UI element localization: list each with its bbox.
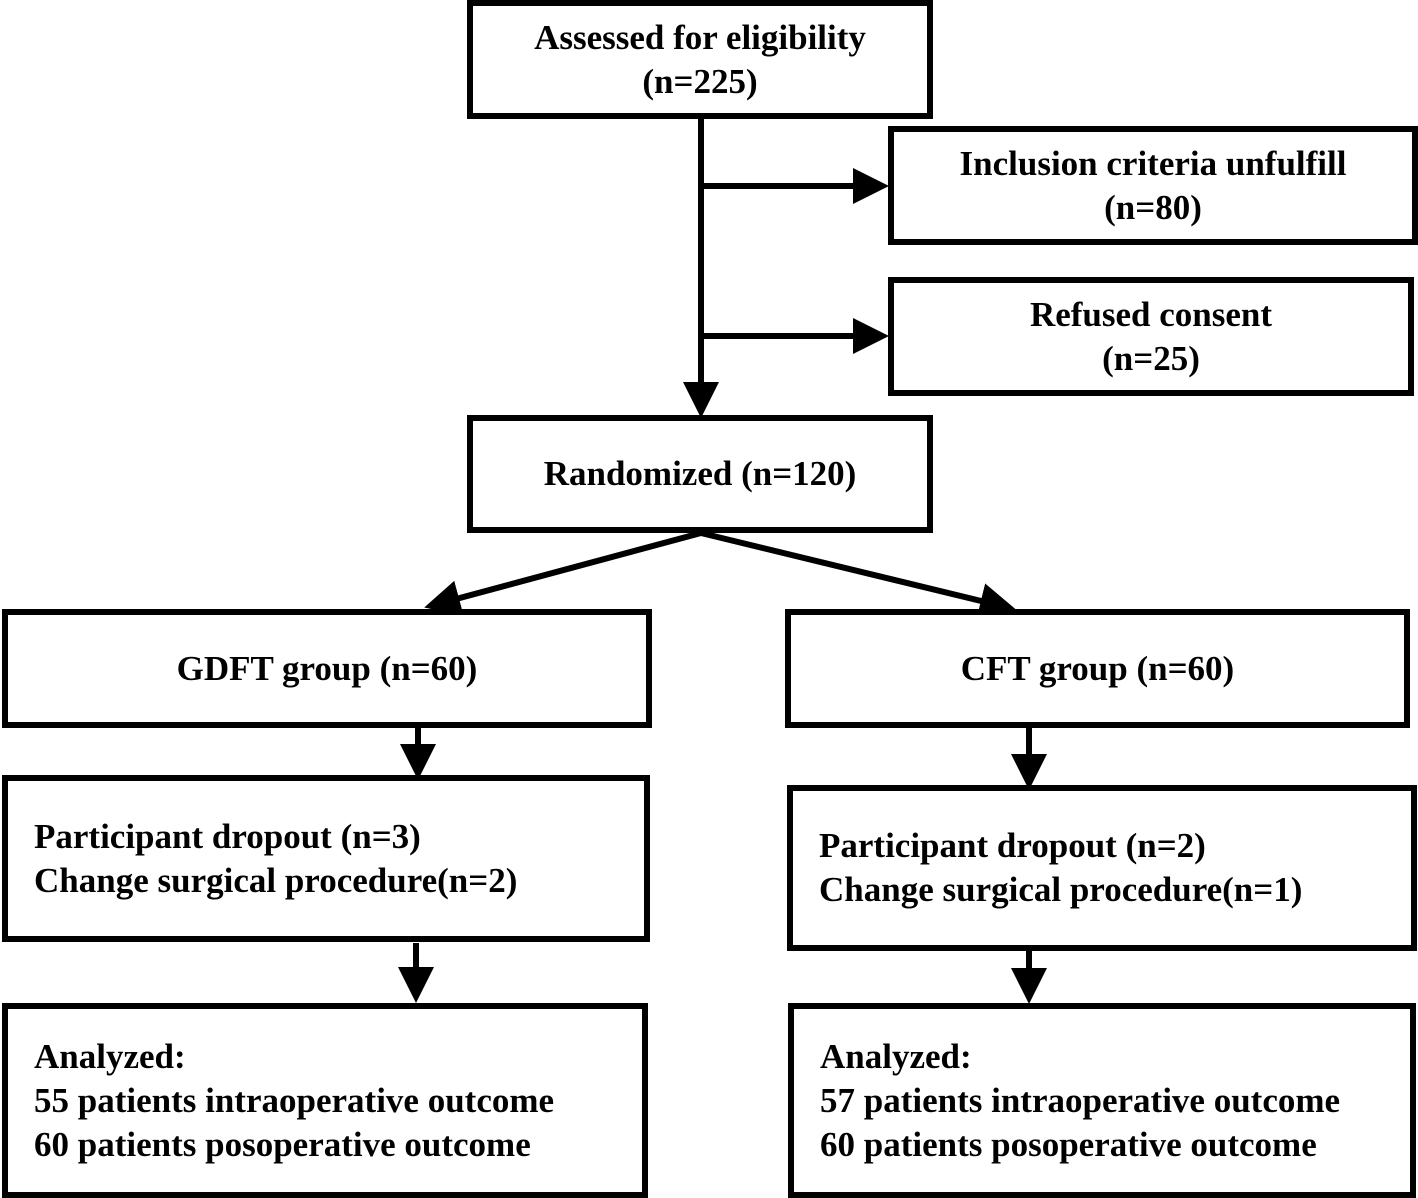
gdft-analyzed-post: 60 patients posoperative outcome [34, 1124, 531, 1164]
refused-consent-box: Refused consent (n=25) [888, 277, 1414, 396]
cft-change-text: Change surgical procedure(n=1) [819, 870, 1303, 909]
gdft-group-box: GDFT group (n=60) [2, 609, 652, 728]
cft-group-label: CFT group (n=60) [960, 648, 1235, 688]
gdft-group-label: GDFT group (n=60) [176, 648, 478, 688]
arrow-to-gdft [424, 530, 702, 616]
cft-dropout-box: Participant dropout (n=2) Change surgica… [787, 785, 1417, 951]
cft-analyzed-intra: 57 patients intraoperative outcome [820, 1080, 1341, 1120]
assessed-title: Assessed for eligibility [534, 17, 866, 57]
refused-title: Refused consent [1029, 294, 1273, 334]
gdft-analyzed-title: Analyzed: [34, 1036, 186, 1076]
gdft-change-text: Change surgical procedure(n=2) [34, 860, 518, 900]
assessed-count: (n=225) [642, 61, 758, 101]
gdft-analyzed-box: Analyzed: 55 patients intraoperative out… [2, 1003, 648, 1198]
arrow-to-cft [700, 530, 1016, 619]
inclusion-count: (n=80) [1104, 187, 1202, 227]
cft-analyzed-post: 60 patients posoperative outcome [820, 1124, 1317, 1164]
inclusion-unfulfilled-box: Inclusion criteria unfulfill (n=80) [888, 126, 1418, 245]
cft-analyzed-title: Analyzed: [820, 1036, 972, 1076]
randomized-box: Randomized (n=120) [467, 415, 933, 533]
refused-count: (n=25) [1102, 338, 1200, 378]
randomized-label: Randomized (n=120) [543, 454, 857, 493]
gdft-dropout-text: Participant dropout (n=3) [34, 816, 421, 856]
inclusion-title: Inclusion criteria unfulfill [959, 143, 1347, 183]
cft-group-box: CFT group (n=60) [785, 609, 1410, 728]
cft-analyzed-box: Analyzed: 57 patients intraoperative out… [788, 1003, 1416, 1198]
gdft-analyzed-intra: 55 patients intraoperative outcome [34, 1080, 555, 1120]
gdft-dropout-box: Participant dropout (n=3) Change surgica… [2, 775, 650, 942]
assessed-box: Assessed for eligibility (n=225) [467, 0, 933, 119]
cft-dropout-text: Participant dropout (n=2) [819, 826, 1206, 865]
